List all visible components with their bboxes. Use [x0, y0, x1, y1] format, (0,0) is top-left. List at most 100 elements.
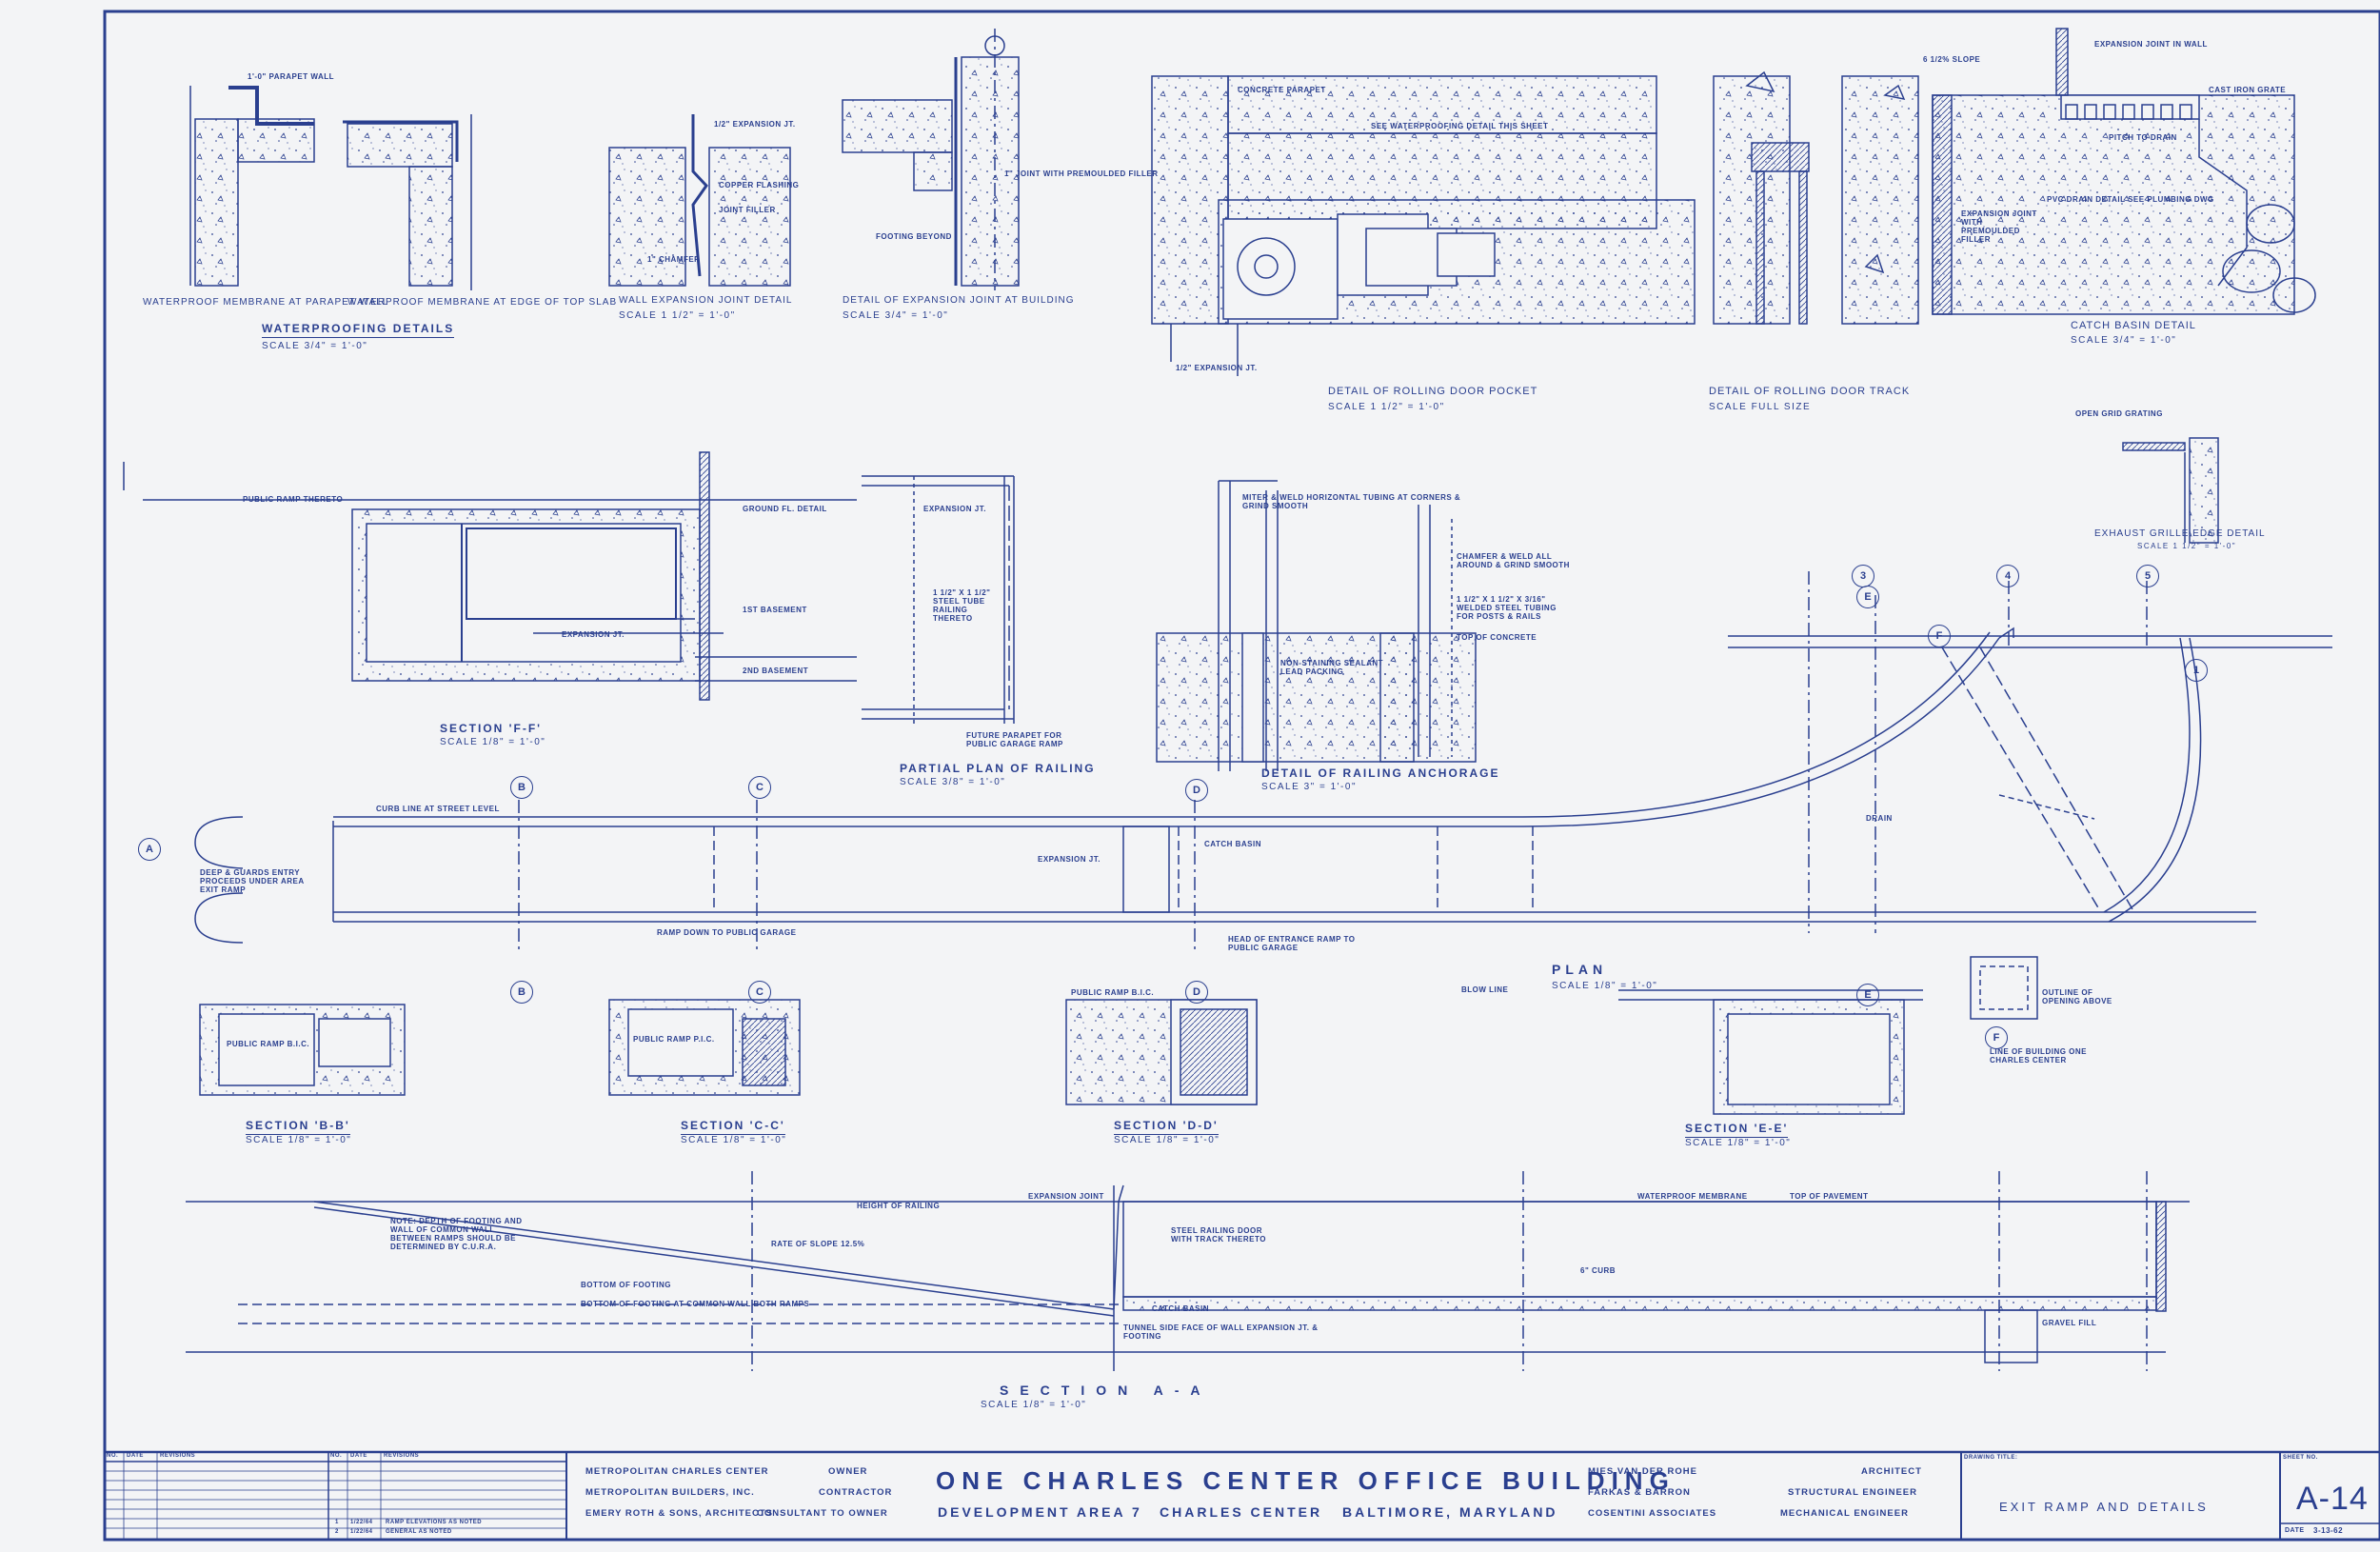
aa-note9: CATCH BASIN	[1152, 1304, 1210, 1313]
rolling-door-track	[1713, 70, 1919, 325]
parapet-note: 1'-0" PARAPET WALL	[248, 72, 334, 81]
plan-view	[194, 571, 2332, 1020]
ff-note2: GROUND FL. DETAIL	[743, 505, 827, 513]
pp-note2: 1 1/2" x 1 1/2" STEEL TUBE RAILING THERE…	[933, 588, 991, 623]
aa-note6: WATERPROOF MEMBRANE	[1637, 1192, 1748, 1201]
ff-note3: EXPANSION JT.	[562, 630, 625, 639]
anchorage-title: DETAIL OF RAILING ANCHORAGE	[1261, 766, 1500, 780]
arch2-role: STRUCTURAL ENGINEER	[1788, 1487, 1917, 1498]
arch3-name: COSENTINI ASSOCIATES	[1588, 1508, 1717, 1519]
anchorage-scale: SCALE 3" = 1'-0"	[1261, 782, 1357, 792]
section-bb-scale: SCALE 1/8" = 1'-0"	[246, 1135, 352, 1145]
project-title: ONE CHARLES CENTER OFFICE BUILDING	[936, 1466, 1676, 1495]
section-ff-title: SECTION 'F-F'	[440, 722, 543, 735]
party2-name: METROPOLITAN BUILDERS, INC.	[585, 1487, 755, 1498]
project-sub-center: CHARLES CENTER	[1160, 1504, 1323, 1520]
partial-plan-railing	[862, 475, 1015, 724]
party2-role: CONTRACTOR	[819, 1487, 893, 1498]
section-cc-title: SECTION 'C-C'	[681, 1119, 785, 1135]
plan-note-outline: OUTLINE OF OPENING ABOVE	[2042, 988, 2112, 1005]
exhaust-title: EXHAUST GRILLE EDGE DETAIL	[2094, 528, 2266, 539]
anc-note5: CHAMFER & WELD ALL AROUND & GRIND SMOOTH	[1457, 552, 1570, 569]
waterproof-parapet-label: WATERPROOF MEMBRANE AT PARAPET WALL	[143, 297, 389, 308]
waterproofing-details	[189, 86, 472, 290]
rolling-door-pocket	[1151, 75, 1696, 376]
aa-note5: EXPANSION JOINT	[1028, 1192, 1104, 1201]
exhaust-scale: SCALE 1 1/2" = 1'-0"	[2137, 542, 2237, 550]
grid-bubble-d-top: D	[1185, 779, 1208, 802]
exp-building-title: DETAIL OF EXPANSION JOINT AT BUILDING	[843, 295, 1075, 306]
grid-bubble-b-top: B	[510, 776, 533, 799]
aa-note8: 6" CURB	[1580, 1266, 1616, 1275]
aa-note2: RATE OF SLOPE 12.5%	[771, 1240, 865, 1248]
party3-name: EMERY ROTH & SONS, ARCHITECTS	[585, 1508, 774, 1519]
rev-col-revisions-2: REVISIONS	[384, 1453, 420, 1459]
anc-note4: TOP OF CONCRETE	[1457, 633, 1537, 642]
arch1-role: ARCHITECT	[1861, 1466, 1922, 1477]
section-aa-scale: SCALE 1/8" = 1'-0"	[981, 1400, 1087, 1410]
project-sub-city: BALTIMORE, MARYLAND	[1342, 1504, 1558, 1520]
sheet-no-label: SHEET NO.	[2283, 1455, 2318, 1461]
rolling-pocket-note3: 1/2" EXPANSION JT.	[1176, 364, 1258, 372]
aa-note3: BOTTOM OF FOOTING	[581, 1281, 672, 1289]
grid-bubble-c-bottom: C	[748, 981, 771, 1004]
grid-bubble-f-bottom: F	[1985, 1026, 2008, 1049]
plan-note-entrance: HEAD OF ENTRANCE RAMP TO PUBLIC GARAGE	[1228, 935, 1356, 952]
ff-note4: 1ST BASEMENT	[743, 606, 807, 614]
wall-joint-note3: JOINT FILLER	[719, 206, 776, 214]
anc-note3: 1 1/2" x 1 1/2" x 3/16" WELDED STEEL TUB…	[1457, 595, 1557, 621]
arch1-name: MIES VAN DER ROHE	[1588, 1466, 1698, 1477]
rev1-date: 1/22/64	[350, 1520, 373, 1525]
wall-joint-note4: 1" CHAMFER	[647, 255, 701, 264]
section-ff-scale: SCALE 1/8" = 1'-0"	[440, 737, 546, 747]
party1-name: METROPOLITAN CHARLES CENTER	[585, 1466, 769, 1477]
exhaust-grille-detail	[2122, 437, 2219, 544]
aa-note1: NOTE: DEPTH OF FOOTING AND WALL OF COMMO…	[390, 1217, 523, 1251]
date-value: 3-13-62	[2313, 1526, 2344, 1535]
catch-basin-scale: SCALE 3/4" = 1'-0"	[2071, 335, 2177, 346]
plan-note-deep: DEEP & GUARDS ENTRY PROCEEDS UNDER AREA …	[200, 868, 305, 894]
waterproofing-scale: SCALE 3/4" = 1'-0"	[262, 341, 368, 351]
plan-title: PLAN	[1552, 962, 1608, 977]
section-aa	[186, 1171, 2190, 1371]
arch3-role: MECHANICAL ENGINEER	[1780, 1508, 1909, 1519]
exp-building-note2: FOOTING BEYOND	[876, 232, 952, 241]
ff-note5: 2ND BASEMENT	[743, 667, 809, 675]
exp-building-note1: 1" JOINT WITH PREMOULDED FILLER	[1004, 169, 1159, 178]
plan-note-building: LINE OF BUILDING ONE CHARLES CENTER	[1990, 1047, 2087, 1065]
wall-joint-note2: COPPER FLASHING	[719, 181, 800, 189]
aa-note4: BOTTOM OF FOOTING AT COMMON WALL BOTH RA…	[581, 1300, 810, 1308]
section-cc-scale: SCALE 1/8" = 1'-0"	[681, 1135, 787, 1145]
grid-bubble-4: 4	[1996, 565, 2019, 587]
aa-note12: GRAVEL FILL	[2042, 1319, 2097, 1327]
partial-plan-title: PARTIAL PLAN OF RAILING	[900, 762, 1096, 775]
grid-bubble-b-bottom: B	[510, 981, 533, 1004]
rolling-track-title: DETAIL OF ROLLING DOOR TRACK	[1709, 386, 1911, 397]
exp-building-scale: SCALE 3/4" = 1'-0"	[843, 310, 949, 321]
section-bb-title: SECTION 'B-B'	[246, 1119, 350, 1135]
rev2-date: 1/22/64	[350, 1529, 373, 1535]
drawing-title-label: DRAWING TITLE:	[1964, 1455, 2018, 1461]
ff-note1: PUBLIC RAMP THERETO	[243, 495, 344, 504]
catch-basin-note2: PITCH TO DRAIN	[2109, 133, 2177, 142]
section-cc-note: PUBLIC RAMP P.I.C.	[633, 1035, 715, 1044]
aa-note13: TUNNEL SIDE FACE OF WALL EXPANSION JT. &…	[1123, 1323, 1319, 1341]
rev-col-no-2: NO.	[330, 1453, 343, 1459]
plan-note-ramp-down: RAMP DOWN TO PUBLIC GARAGE	[657, 928, 797, 937]
section-dd-scale: SCALE 1/8" = 1'-0"	[1114, 1135, 1220, 1145]
rolling-pocket-note1: CONCRETE PARAPET	[1238, 86, 1326, 94]
catch-basin-note1: EXPANSION JOINT IN WALL	[2094, 40, 2208, 49]
railing-anchorage	[1156, 480, 1477, 771]
title-block	[103, 1450, 2380, 1542]
rolling-pocket-scale: SCALE 1 1/2" = 1'-0"	[1328, 402, 1445, 412]
aa-note11: HEIGHT OF RAILING	[857, 1202, 941, 1210]
section-ee-note: BLOW LINE	[1461, 985, 1509, 994]
rev-col-date-2: DATE	[350, 1453, 367, 1459]
section-dd-title: SECTION 'D-D'	[1114, 1119, 1219, 1135]
section-dd-note: PUBLIC RAMP B.I.C.	[1071, 988, 1155, 997]
aa-note7: TOP OF PAVEMENT	[1790, 1192, 1869, 1201]
drawing-title: EXIT RAMP AND DETAILS	[1999, 1500, 2209, 1514]
waterproof-edge-label: WATERPROOF MEMBRANE AT EDGE OF TOP SLAB	[347, 297, 618, 308]
grid-bubble-c-top: C	[748, 776, 771, 799]
